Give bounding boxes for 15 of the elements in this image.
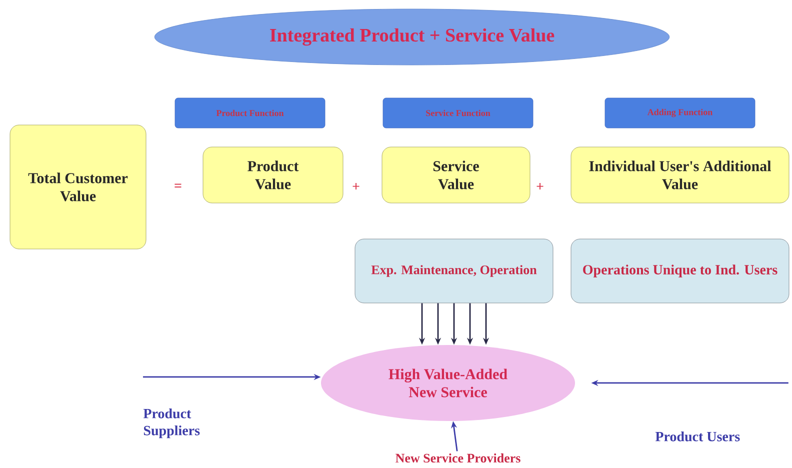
operator-sign: + [352, 183, 360, 190]
operator-sign: + [536, 183, 544, 190]
stakeholder-label: Product Suppliers [143, 408, 200, 438]
function-tab: Service Function [382, 98, 534, 128]
function-tab: Adding Function [604, 98, 756, 128]
value-box: Individual User's Additional Value [570, 146, 790, 204]
value-box: Service Value [382, 146, 530, 204]
stakeholder-label: Product Users [655, 431, 740, 442]
operation-box: Exp. Maintenance, Operation [354, 238, 554, 304]
value-box: Product Value [202, 146, 344, 204]
operator-sign: = [174, 184, 182, 188]
operation-box: Operations Unique to Ind. Users [570, 238, 790, 304]
function-tab: Product Function [174, 98, 326, 128]
stakeholder-label: New Service Providers [396, 453, 520, 463]
value-box: Total Customer Value [10, 124, 146, 250]
